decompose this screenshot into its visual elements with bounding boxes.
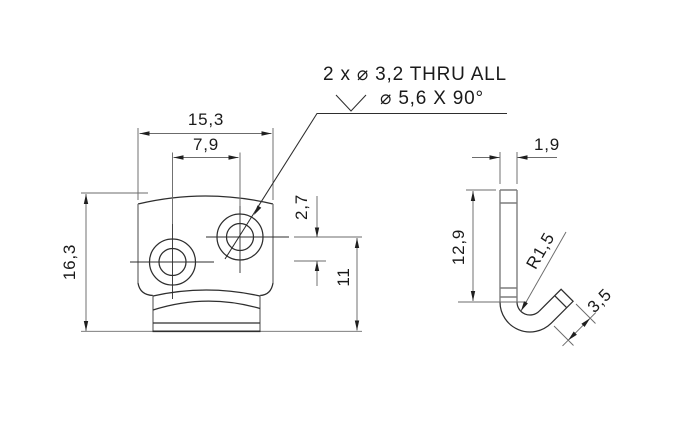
arrowhead-icon — [83, 194, 89, 204]
dim-r1-5-leader — [520, 231, 567, 312]
arrowhead-icon — [314, 261, 320, 271]
arrowhead-icon — [581, 318, 591, 327]
hole-callout-line2: ⌀ 5,6 X 90° — [380, 88, 484, 109]
side-view-outline — [499, 189, 574, 333]
hole-callout-leader — [224, 94, 507, 260]
side-flange-edge-line — [554, 295, 568, 309]
arrowhead-icon — [568, 331, 577, 341]
dimension-arrowheads — [83, 131, 591, 341]
dim-12-9-lines — [458, 189, 527, 303]
arrowhead-icon — [354, 238, 360, 248]
dim-overall-width-label: 15,3 — [187, 110, 225, 129]
dim-3-5-lines — [553, 303, 597, 347]
arrowhead-icon — [470, 291, 476, 301]
arrowhead-icon — [521, 301, 528, 311]
dim-1-9-lines — [472, 152, 557, 184]
front-side-edges — [137, 204, 274, 283]
dim-hole-elevation-label: 11 — [334, 267, 353, 287]
arrowhead-icon — [228, 155, 239, 160]
arrowhead-icon — [517, 155, 528, 160]
dim-hole-spacing-label: 7,9 — [192, 135, 220, 154]
arrowhead-icon — [489, 155, 500, 160]
side-bend-inner — [516, 301, 540, 316]
front-view-outline — [137, 195, 274, 333]
arrowhead-icon — [470, 191, 476, 201]
arrowhead-icon — [314, 227, 320, 238]
front-view-holes — [130, 206, 289, 299]
dim-hole-offset-label: 2,7 — [292, 193, 311, 221]
arrowhead-icon — [261, 131, 272, 136]
arrowhead-icon — [139, 131, 150, 136]
front-bend-lines — [152, 289, 261, 324]
dim-7-9-lines — [172, 152, 241, 224]
arrowhead-icon — [173, 155, 184, 160]
side-dimension-lines — [458, 152, 597, 347]
hole-callout-line1: 2 x ⌀ 3,2 THRU ALL — [323, 64, 507, 85]
dim-15-3-lines — [137, 128, 274, 200]
dim-thickness-label: 1,9 — [533, 135, 561, 154]
front-dimension-lines — [81, 128, 362, 332]
dim-16-3-lines — [81, 192, 153, 332]
dim-straight-length-label: 12,9 — [449, 228, 468, 266]
front-top-arc-edge — [137, 195, 274, 205]
side-bend-outer — [499, 288, 574, 333]
left-hole-centerlines — [130, 224, 214, 299]
countersink-icon — [335, 94, 367, 112]
arrowhead-icon — [354, 320, 360, 331]
leader-arrowhead-icon — [254, 205, 262, 215]
side-strip-edges — [499, 189, 518, 302]
dim-overall-height-label: 16,3 — [60, 243, 79, 281]
arrowhead-icon — [83, 321, 89, 331]
dim-2-7-lines — [294, 196, 362, 286]
front-fillets — [137, 282, 274, 297]
front-foot-edges — [152, 295, 261, 331]
right-hole-centerlines — [206, 206, 289, 273]
dim-11-lines — [260, 238, 362, 332]
